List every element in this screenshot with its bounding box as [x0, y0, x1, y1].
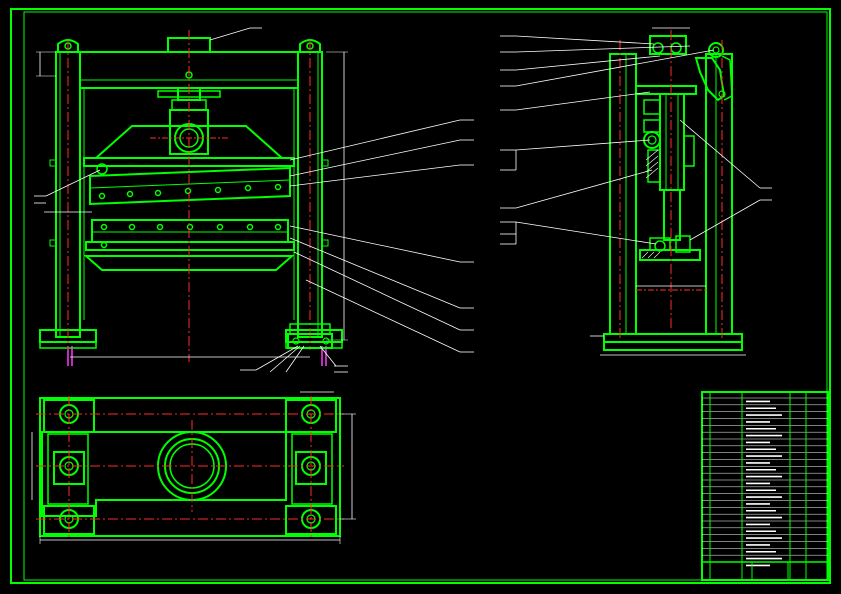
upper-blade [89, 166, 291, 206]
top-outer-frame [39, 397, 341, 537]
front-leader-lines [289, 119, 474, 353]
side-view [500, 27, 772, 356]
front-dimensions [34, 27, 348, 358]
sheet-outer-border [10, 8, 831, 584]
parts-list-rows [702, 397, 828, 567]
side-bracket-arm [694, 57, 726, 102]
lower-blade [91, 219, 289, 243]
side-lower-hatch [641, 251, 661, 259]
side-hatch [645, 149, 659, 179]
side-dimensions [636, 27, 706, 287]
lower-blade-bolts [100, 223, 282, 249]
top-central-beam [41, 431, 287, 517]
upper-blade-bolts [98, 183, 282, 200]
sheet-inner-border [23, 11, 828, 581]
side-top-cylinder [649, 35, 687, 55]
title-cell [701, 561, 829, 581]
front-view [34, 27, 474, 373]
side-right-column [705, 53, 733, 335]
foot-detail [240, 323, 348, 373]
side-leader-lines [500, 35, 772, 337]
side-guide-rod [663, 189, 681, 241]
title-block [701, 391, 829, 581]
lower-table [83, 255, 295, 271]
top-view [31, 391, 356, 544]
top-dimensions [31, 391, 356, 544]
side-base-plate [603, 333, 743, 343]
